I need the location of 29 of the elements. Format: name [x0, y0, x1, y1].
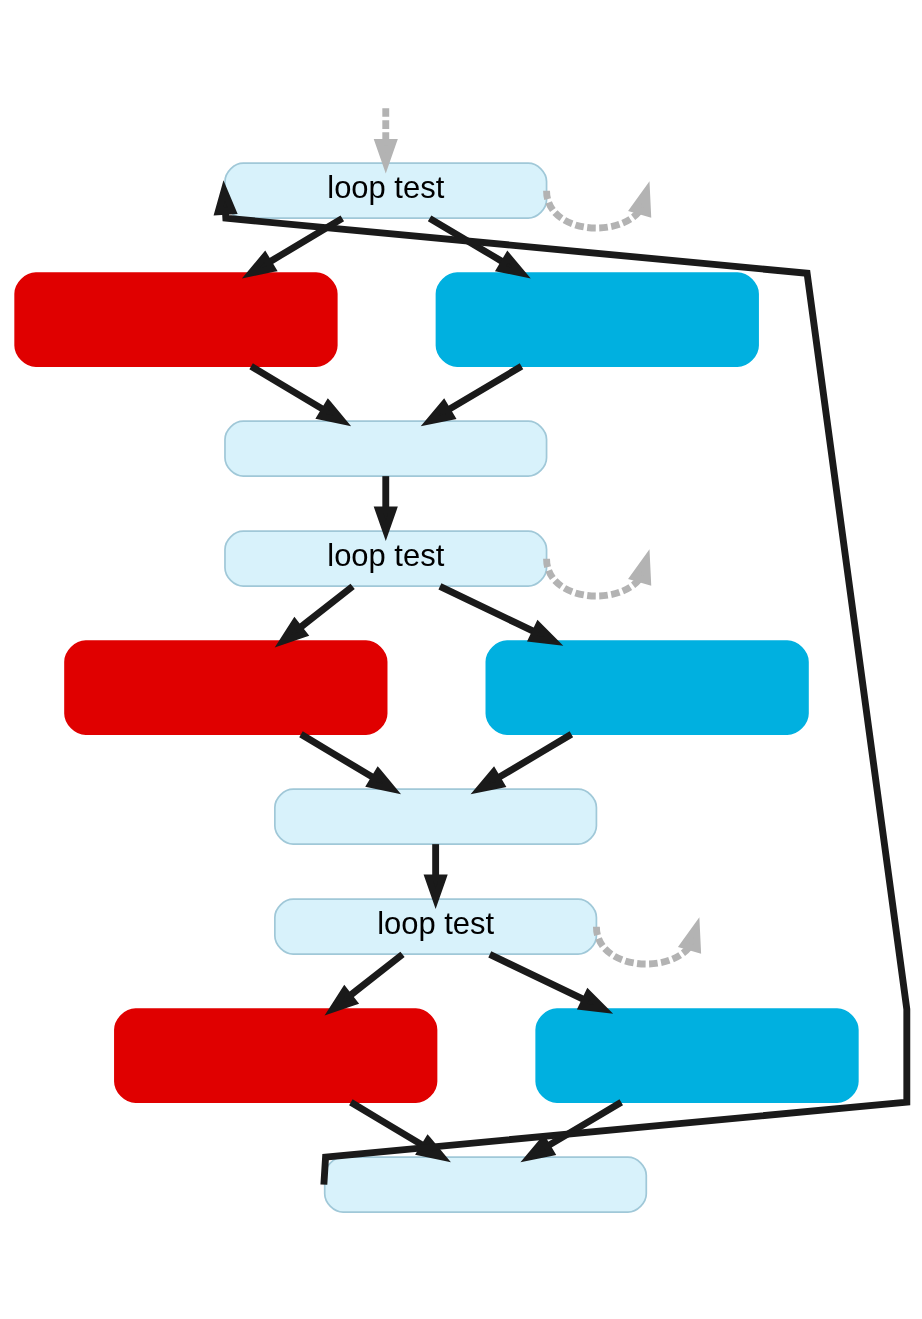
arrow [438, 583, 564, 646]
arrow [274, 583, 355, 648]
arrow [543, 549, 652, 600]
arrow [420, 363, 524, 427]
arrow [593, 917, 702, 968]
arrow [213, 180, 911, 1185]
node-box [485, 640, 809, 735]
node-box [535, 1008, 859, 1103]
node-box [323, 1156, 648, 1213]
arrow [470, 731, 574, 795]
arrow [241, 215, 345, 279]
node-box [274, 788, 598, 845]
arrow [324, 951, 405, 1016]
arrow [543, 181, 652, 232]
arrow [299, 731, 402, 795]
node-box: loop test [224, 162, 548, 220]
arrow [427, 215, 531, 279]
node-box [64, 640, 388, 735]
arrow [249, 363, 352, 427]
arrow [520, 1099, 623, 1163]
arrow [488, 951, 614, 1014]
node-box [435, 272, 759, 367]
node-box [14, 272, 338, 367]
arrow [373, 476, 398, 542]
node-box: loop test [224, 530, 548, 588]
arrow [423, 844, 448, 910]
node-box [224, 420, 548, 477]
node-box [114, 1008, 438, 1103]
node-box: loop test [274, 898, 598, 956]
